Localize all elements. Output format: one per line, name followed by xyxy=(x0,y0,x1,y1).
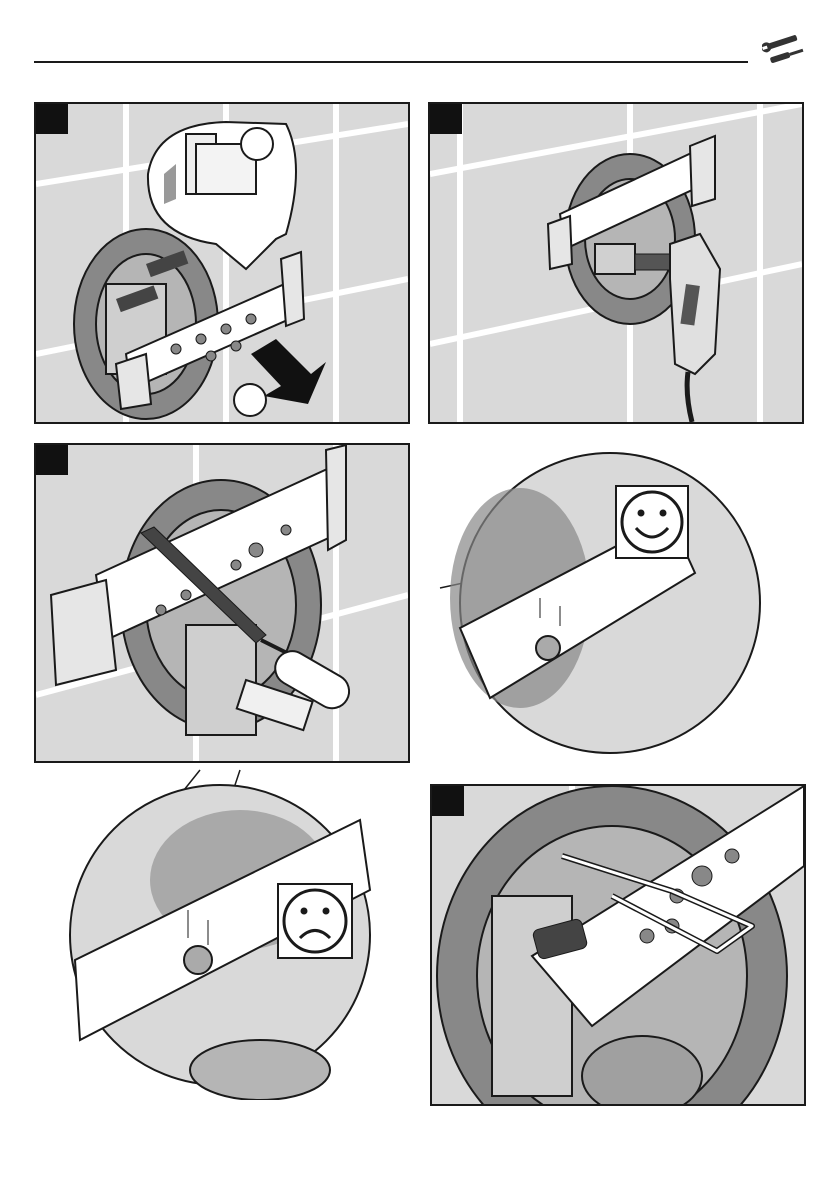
step-panel-4 xyxy=(430,784,806,1106)
happy-face-icon xyxy=(622,492,682,552)
step-panel-1 xyxy=(34,102,410,424)
step-number-2 xyxy=(430,104,462,134)
illustration-file-deburr xyxy=(36,445,408,761)
illustration-multitool xyxy=(430,104,802,422)
illustration-mounting-bar xyxy=(36,104,408,422)
sad-face-icon xyxy=(284,890,346,952)
step-number-3 xyxy=(36,445,68,475)
header-rule xyxy=(34,61,748,63)
wrench-screwdriver-icon xyxy=(762,30,806,70)
step-number-4 xyxy=(432,786,464,816)
step-panel-3 xyxy=(34,443,410,763)
page-foot-mark xyxy=(0,1186,30,1190)
callout-ok xyxy=(410,438,770,778)
step-panel-2 xyxy=(428,102,804,424)
illustration-allen-key xyxy=(432,786,804,1104)
callout-not-ok xyxy=(50,760,390,1100)
step-number-1 xyxy=(36,104,68,134)
